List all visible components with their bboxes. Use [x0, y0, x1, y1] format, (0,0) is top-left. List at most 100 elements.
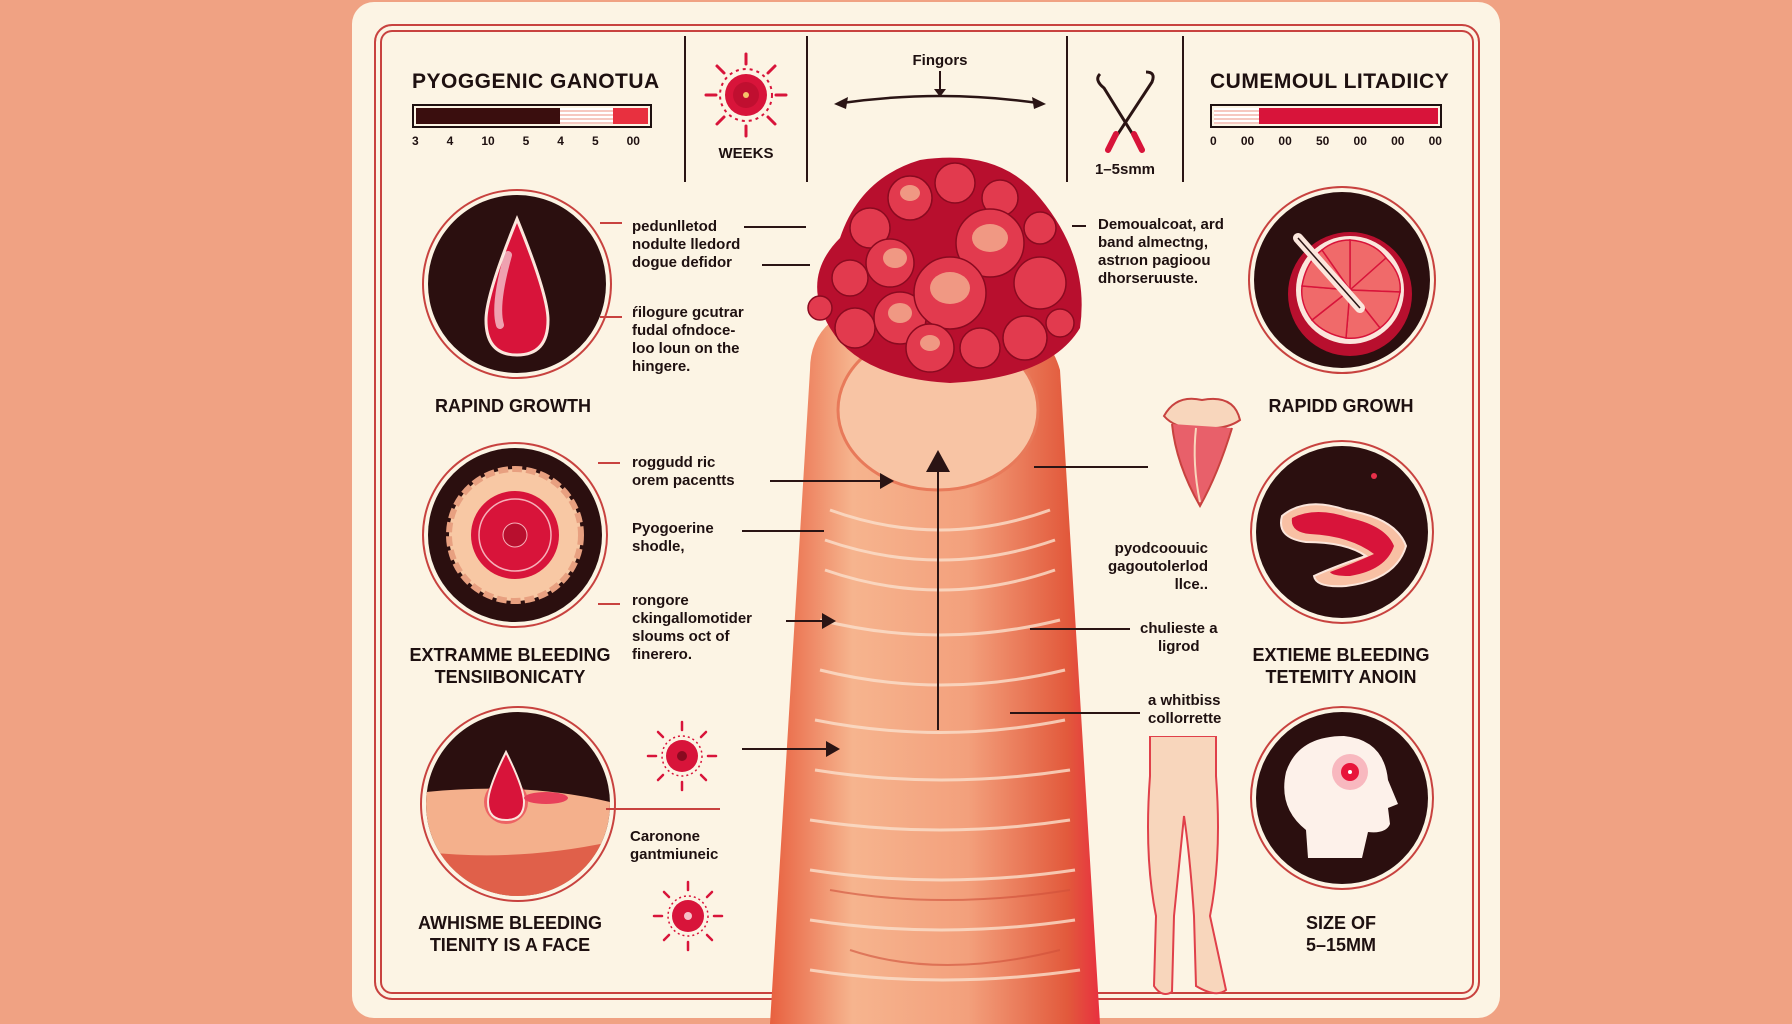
finger-illustration — [770, 298, 1100, 1024]
pointer-line — [742, 748, 828, 750]
caption-line: SIZE OF — [1305, 913, 1376, 933]
tick-label: 50 — [1315, 134, 1330, 148]
annotation-line: dogue defidor — [632, 254, 732, 271]
head-silhouette-icon — [1284, 736, 1398, 858]
forceps-panel: 1–5smm — [1080, 66, 1170, 178]
annotation-line: band almectng, — [1098, 234, 1209, 251]
left-scale-panel: PYOGGENIC GANOTUA 3 4 10 5 4 5 00 — [412, 70, 660, 148]
annotation-line: pedunlletod — [632, 218, 717, 235]
annotation-pyogenic: Pyogoerine shodle, — [632, 520, 714, 556]
annotation-line: gantmiuneic — [630, 846, 719, 863]
arrow-right-icon — [826, 741, 840, 757]
tick-label: 00 — [1391, 134, 1405, 148]
annotation-line: ligrod — [1157, 638, 1200, 655]
blood-drop-icon — [484, 215, 550, 357]
annotation-peduncle: pedunlletod nodulte lledoɾd dogue defido… — [632, 218, 740, 272]
tissue-slice-circle — [1256, 446, 1428, 618]
left-caption-1: RAPIND GROWTH — [408, 395, 618, 417]
grapefruit-scalpel-icon — [1288, 232, 1412, 356]
tick-label: 3 — [412, 134, 419, 148]
connector-line — [598, 603, 620, 605]
pointer-line — [1072, 225, 1086, 227]
annotation-line: sloums oct of — [632, 628, 730, 645]
caption-line: 5–15MM — [1305, 935, 1377, 955]
annotation-line: nodulte lledoɾd — [632, 236, 741, 253]
bar-segment-striped — [559, 108, 614, 124]
virus-cell-icon — [704, 52, 788, 138]
ulcerated-lesion-circle — [428, 448, 602, 622]
connector-line — [600, 222, 622, 224]
caption-line: AWHISME BLEEDING — [417, 913, 602, 933]
annotation-granulation: rongore ckingallomotider sloums oct of f… — [632, 592, 752, 664]
left-scale-title: PYOGGENIC GANOTUA — [412, 70, 660, 93]
annotation-line: pyodcoouuic — [1114, 540, 1208, 557]
bleeding-skin-icon — [426, 749, 610, 896]
bleeding-skin-circle — [426, 712, 610, 896]
pointer-line — [762, 264, 810, 266]
header-divider — [684, 36, 686, 182]
tick-label: 4 — [557, 134, 564, 148]
bar-segment-dark — [416, 108, 560, 124]
connector-line — [606, 808, 720, 810]
tissue-slice-icon — [1280, 473, 1408, 588]
bar-segment-red — [1258, 108, 1438, 124]
right-caption-2: EXTIEME BLEEDING TETEMITY ANOIN — [1236, 644, 1446, 688]
pointer-line — [1030, 628, 1130, 630]
caption-line: TENSIIBONICATY — [434, 667, 586, 687]
annotation-line: rongore — [632, 592, 689, 609]
annotation-line: Caronone — [630, 828, 701, 845]
pointer-line — [1010, 712, 1140, 714]
caption-line: EXTRAMME BLEEDING — [409, 645, 611, 665]
small-virus-icon-1 — [646, 720, 718, 792]
pointer-line — [786, 620, 826, 622]
caption-line: TETEMITY ANOIN — [1265, 667, 1417, 687]
left-caption-2: EXTRAMME BLEEDING TENSIIBONICATY — [400, 644, 620, 688]
header-divider — [1182, 36, 1184, 182]
annotation-line: roggudd ric — [632, 454, 716, 471]
right-caption-1: RAPIDD GROWH — [1236, 395, 1446, 417]
annotation-line: astrıon pagioou — [1098, 252, 1211, 269]
right-scale-title: CUMEMOUL LITADIICY — [1210, 70, 1450, 93]
annotation-finger-location: ŕilogure gcutrar fudal ofndoce- loo loun… — [632, 304, 744, 376]
annotation-line: finerero. — [632, 646, 693, 663]
lip-tissue-icon — [1162, 397, 1242, 509]
arrow-right-icon — [880, 473, 894, 489]
forceps-size-label: 1–5smm — [1094, 161, 1156, 178]
pointer-line — [770, 480, 886, 482]
caption-line: TIENITY IS A FACE — [429, 935, 591, 955]
annotation-pyogenic-granulation: pyodcoouuic gagoutolerlod llce.. — [1108, 540, 1208, 594]
fingers-label: Fingors — [912, 52, 968, 69]
pointer-line — [742, 530, 824, 532]
double-arrow-icon — [834, 71, 1046, 109]
arrow-right-icon — [822, 613, 836, 629]
tick-label: 10 — [481, 134, 495, 148]
weeks-panel: WEEKS — [700, 50, 792, 162]
pointer-line — [1034, 466, 1148, 468]
annotation-surface: roggudd ric orem pacentts — [632, 454, 735, 490]
left-scale-ticks: 3 4 10 5 4 5 00 — [412, 134, 640, 148]
annotation-line: Pyogoerine — [632, 520, 714, 537]
right-scale-panel: CUMEMOUL LITADIICY 0 00 00 50 00 00 00 — [1210, 70, 1450, 148]
connector-line — [600, 316, 622, 318]
right-caption-3: SIZE OF 5–15MM — [1236, 912, 1446, 956]
annotation-line: hingere. — [632, 358, 691, 375]
weeks-label: WEEKS — [718, 145, 774, 162]
header-divider — [1066, 36, 1068, 182]
grapefruit-scalpel-circle — [1254, 192, 1430, 368]
pointer-line — [937, 460, 939, 730]
annotation-line: ŕilogure gcutrar — [632, 304, 744, 321]
connector-line — [598, 462, 620, 464]
forceps-icon — [1096, 70, 1155, 153]
fingers-label-group: Fingors — [830, 52, 1050, 124]
header-divider — [806, 36, 808, 182]
tick-label: 00 — [1428, 134, 1442, 148]
blood-drop-circle — [428, 195, 606, 373]
pointer-line — [744, 226, 806, 228]
bar-segment-red — [613, 108, 648, 124]
ulcerated-lesion-icon — [446, 466, 584, 604]
annotation-line: dhorseruuste. — [1098, 270, 1199, 287]
annotation-demarcation: Demoualcoat, ard band almectng, astrıon … — [1098, 216, 1224, 288]
caption-line: RAPIND GROWTH — [435, 396, 591, 416]
annotation-line: a whitbiss — [1148, 692, 1221, 709]
head-silhouette-circle — [1256, 712, 1428, 884]
